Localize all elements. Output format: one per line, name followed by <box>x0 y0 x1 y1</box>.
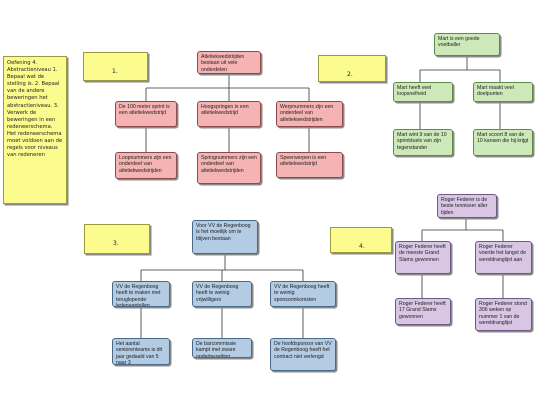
d1-level3-text: Springnummers zijn een onderdeel van atl… <box>201 155 257 174</box>
d3-level3-item: De hoofdsponsor van VV de Regenboog heef… <box>270 338 336 371</box>
d1-level3-item: Loopnummers zijn een onderdeel van atlet… <box>115 152 177 179</box>
d4-level3-text: Roger Federer heeft 17 Grand Slams gewon… <box>399 301 446 320</box>
instructions-note: Oefening 4. Abstractieniveau 1. Bepaal w… <box>3 56 67 204</box>
d4-level2-text: Roger Federer voerde het langst de werel… <box>479 244 527 263</box>
note-number-2-label: 2. <box>347 71 353 78</box>
d1-level2-item: De 100 meter sprint is een atletiekwedst… <box>115 101 177 127</box>
d4-level3-text: Roger Federer stond 306 weken op nummer … <box>479 301 527 326</box>
d3-level2-text: VV de Regenboog heeft te maken met terug… <box>116 284 161 307</box>
d2-level2-item: Mart maakt veel doelpunten <box>473 82 533 102</box>
d3-level3-text: De hoofdsponsor van VV de Regenboog heef… <box>274 341 332 360</box>
d1-level3-text: Loopnummers zijn een onderdeel van atlet… <box>119 155 172 174</box>
d2-level3-item: Mart scoort 8 van de 10 kansen die hij k… <box>473 129 533 156</box>
d3-root: Voor VV de Regenboog is het moeilijk om … <box>192 220 258 254</box>
d2-level2-text: Mart maakt veel doelpunten <box>477 85 514 98</box>
d3-level3-text: De barcommissie kampt met zware onderbez… <box>196 341 237 358</box>
instructions-text: Oefening 4. Abstractieniveau 1. Bepaal w… <box>7 60 63 159</box>
d3-level2-item: VV de Regenboog heeft te weinig sponsori… <box>270 281 336 307</box>
d1-level3-item: Springnummers zijn een onderdeel van atl… <box>197 152 261 184</box>
d4-level2-item: Roger Federer heeft de meeste Grand Slam… <box>395 241 451 274</box>
d4-root: Roger Federer is de beste tennisser alle… <box>437 194 497 218</box>
d3-level2-item: VV de Regenboog heeft te weinig vrijwill… <box>192 281 252 307</box>
d1-level3-text: Speerwerpen is een atletiekwedstrijd <box>280 155 327 168</box>
note-number-1: 1. <box>83 52 148 81</box>
d4-level2-text: Roger Federer heeft de meeste Grand Slam… <box>399 244 446 263</box>
note-number-1-label: 1. <box>112 68 118 75</box>
d2-root-text: Mart is een goede voetballer <box>438 36 480 49</box>
d4-root-text: Roger Federer is de beste tennisser alle… <box>441 197 488 216</box>
note-number-3: 3. <box>84 224 150 254</box>
d3-root-text: Voor VV de Regenboog is het moeilijk om … <box>196 223 251 242</box>
d4-level3-item: Roger Federer stond 306 weken op nummer … <box>475 298 532 331</box>
d1-level2-item: Werpnummers zijn een onderdeel van atlet… <box>276 101 343 127</box>
d3-level3-item: Het aantal seniorenteams is dit jaar ged… <box>112 338 170 365</box>
d1-level2-item: Hoogspringen is een atletiekwedstrijd <box>197 101 261 127</box>
d2-level3-text: Mart wint 9 van de 10 sprintduels van zi… <box>397 132 447 151</box>
d1-root-text: Atletiekwedstrijden bestaan uit vele ond… <box>201 54 245 73</box>
d1-level2-text: Werpnummers zijn een onderdeel van atlet… <box>280 104 334 123</box>
d2-level3-text: Mart scoort 8 van de 10 kansen die hij k… <box>477 132 529 145</box>
d4-level3-item: Roger Federer heeft 17 Grand Slams gewon… <box>395 298 451 325</box>
d3-level3-text: Het aantal seniorenteams is dit jaar ged… <box>116 341 163 365</box>
d3-level3-item: De barcommissie kampt met zware onderbez… <box>192 338 252 358</box>
d1-level3-item: Speerwerpen is een atletiekwedstrijd <box>276 152 343 178</box>
d4-level2-item: Roger Federer voerde het langst de werel… <box>475 241 532 274</box>
note-number-4-label: 4. <box>359 243 365 250</box>
d3-level2-text: VV de Regenboog heeft te weinig vrijwill… <box>196 284 239 303</box>
d1-root: Atletiekwedstrijden bestaan uit vele ond… <box>197 51 261 74</box>
d3-level2-text: VV de Regenboog heeft te weinig sponsori… <box>274 284 330 303</box>
d2-level2-item: Mart heeft veel loopsnelheid <box>393 82 453 102</box>
note-number-4: 4. <box>330 227 392 253</box>
d1-level2-text: De 100 meter sprint is een atletiekwedst… <box>119 104 170 117</box>
note-number-3-label: 3. <box>113 240 119 247</box>
d2-level3-item: Mart wint 9 van de 10 sprintduels van zi… <box>393 129 453 156</box>
d1-level2-text: Hoogspringen is een atletiekwedstrijd <box>201 104 249 117</box>
note-number-2: 2. <box>318 55 386 82</box>
d2-level2-text: Mart heeft veel loopsnelheid <box>397 85 432 98</box>
d3-level2-item: VV de Regenboog heeft te maken met terug… <box>112 281 170 307</box>
d2-root: Mart is een goede voetballer <box>434 33 500 56</box>
